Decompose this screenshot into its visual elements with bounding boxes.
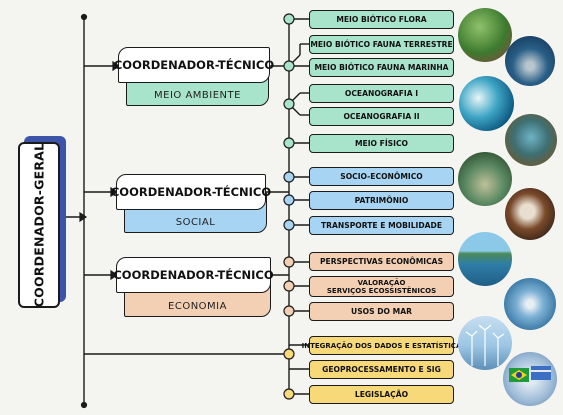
coordenador-geral-frame <box>18 142 60 308</box>
ocean-wave-photo <box>459 76 514 131</box>
item-perspectivas-economicas: PERSPECTIVAS ECONÔMICAS <box>309 252 454 271</box>
fisherman-boat-photo <box>458 232 512 286</box>
whale-photo <box>505 36 555 86</box>
item-meio-biotico-fauna-terrestre: MEIO BIÓTICO FAUNA TERRESTRE <box>309 35 454 54</box>
item-geoprocessamento-sig: GEOPROCESSAMENTO E SIG <box>309 360 454 379</box>
item-integracao-dados: INTEGRAÇÃO DOS DADOS E ESTATÍSTICA <box>302 336 461 355</box>
coordenador-title: COORDENADOR-TÉCNICO <box>114 47 274 83</box>
coral-reef-photo <box>505 114 557 166</box>
item-transporte-mobilidade: TRANSPORTE E MOBILIDADE <box>309 216 454 235</box>
ship-at-sea-photo <box>504 278 556 330</box>
item-valoracao-servicos: VALORAÇÃO SERVIÇOS ECOSSISTÊNICOS <box>309 276 454 297</box>
wind-turbines-photo <box>458 316 512 370</box>
item-oceanografia-i: OCEANOGRAFIA I <box>309 84 454 103</box>
coordenador-geral-label: COORDENADOR-GERAL <box>31 142 47 308</box>
mangrove-photo <box>458 8 512 62</box>
item-meio-biotico-flora: MEIO BIÓTICO FLORA <box>309 10 454 29</box>
coordenador-title: COORDENADOR-TÉCNICO <box>111 174 271 210</box>
item-oceanografia-ii: OCEANOGRAFIA II <box>309 107 454 126</box>
river-canoe-photo <box>458 152 512 206</box>
item-socio-economico: SOCIO-ECONÔMICO <box>309 167 454 186</box>
wind-turbines-icon <box>465 324 505 366</box>
item-usos-do-mar: USOS DO MAR <box>309 302 454 321</box>
item-legislacao: LEGISLAÇÃO <box>309 385 454 404</box>
drum-hands-photo <box>505 188 555 240</box>
item-patrimonio: PATRIMÔNIO <box>309 191 454 210</box>
coordenador-geral-box: COORDENADOR-GERAL <box>18 136 66 308</box>
brazil-flag-icon <box>509 366 551 382</box>
coordenador-title: COORDENADOR-TÉCNICO <box>113 257 274 293</box>
brazil-flags-photo <box>503 352 557 406</box>
item-meio-fisico: MEIO FÍSICO <box>309 134 454 153</box>
item-meio-biotico-fauna-marinha: MEIO BIÓTICO FAUNA MARINHA <box>309 58 454 77</box>
